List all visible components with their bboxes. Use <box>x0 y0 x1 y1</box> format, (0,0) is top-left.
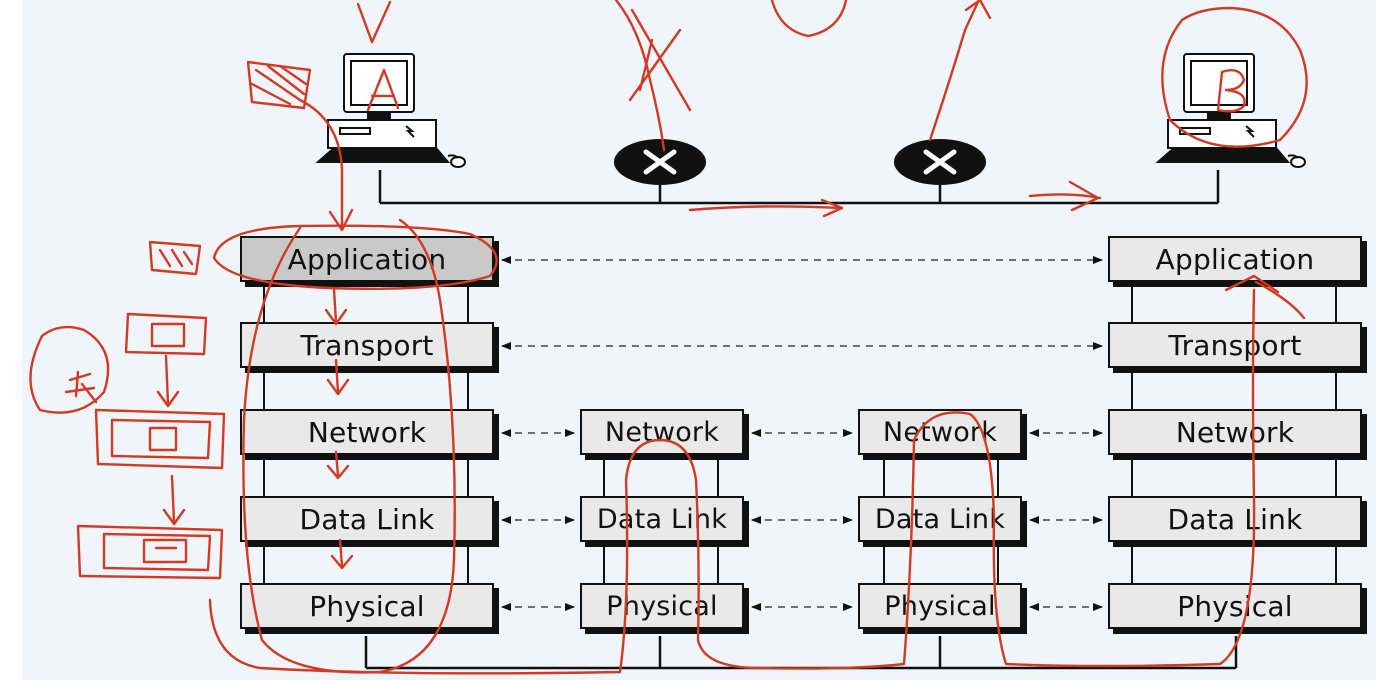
computer-icon <box>315 53 466 168</box>
top-network-bus <box>378 170 1220 205</box>
host-a-data-link-layer: Data Link <box>240 496 494 542</box>
host-b-data-link-layer: Data Link <box>1108 496 1362 542</box>
router-1-network-layer: Network <box>580 409 744 455</box>
host-b-transport-layer: Transport <box>1108 322 1362 368</box>
router-2-data-link-layer: Data Link <box>858 496 1022 542</box>
host-a-application-layer: Application <box>240 236 494 282</box>
bottom-physical-bus <box>364 636 1238 670</box>
router-1-data-link-layer: Data Link <box>580 496 744 542</box>
computer-icon <box>1155 53 1306 168</box>
host-a-network-layer: Network <box>240 409 494 455</box>
host-b-network-layer: Network <box>1108 409 1362 455</box>
host-a-physical-layer: Physical <box>240 583 494 629</box>
router-1-physical-layer: Physical <box>580 583 744 629</box>
router-icon <box>614 139 706 185</box>
host-b-application-layer: Application <box>1108 236 1362 282</box>
router-2-network-layer: Network <box>858 409 1022 455</box>
host-b-physical-layer: Physical <box>1108 583 1362 629</box>
host-a-transport-layer: Transport <box>240 322 494 368</box>
router-2-physical-layer: Physical <box>858 583 1022 629</box>
router-icon <box>894 139 986 185</box>
